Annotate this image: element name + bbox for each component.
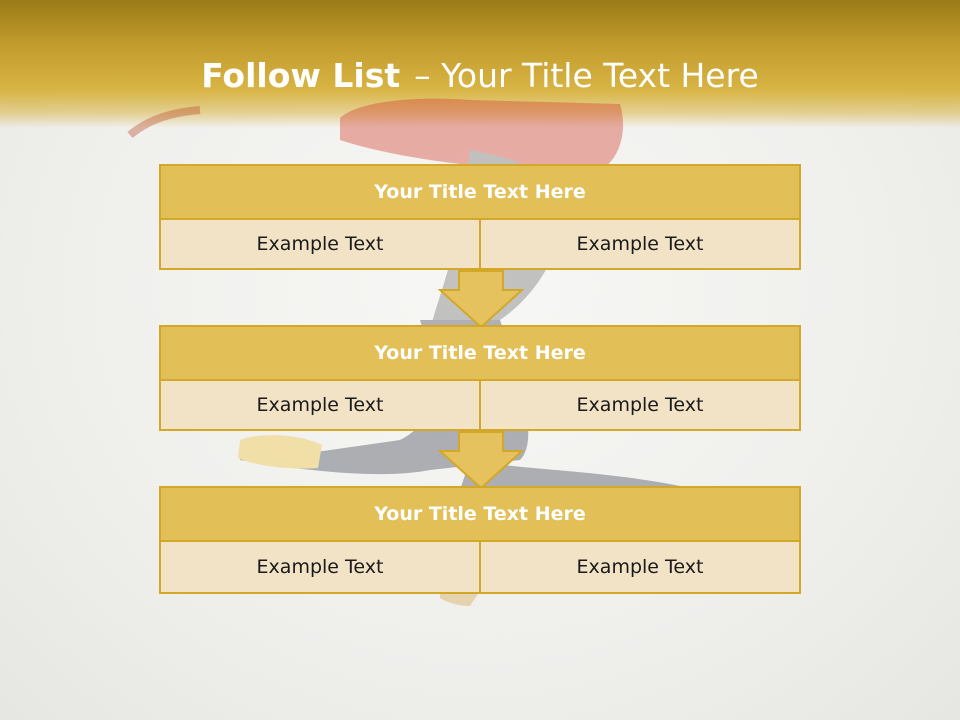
block-row: Example Text Example Text	[159, 381, 801, 431]
block-cell-right: Example Text	[481, 542, 801, 594]
title-banner	[0, 0, 960, 128]
slide-title-rest: Your Title Text Here	[430, 56, 759, 95]
slide-title: Follow List– Your Title Text Here	[0, 54, 960, 98]
down-arrow-icon	[438, 270, 524, 328]
slide-title-dash: –	[414, 56, 431, 95]
block-title: Your Title Text Here	[159, 325, 801, 381]
follow-block-3: Your Title Text Here Example Text Exampl…	[159, 486, 801, 594]
block-row: Example Text Example Text	[159, 542, 801, 594]
block-row: Example Text Example Text	[159, 220, 801, 270]
follow-block-2: Your Title Text Here Example Text Exampl…	[159, 325, 801, 431]
slide-title-bold: Follow List	[201, 56, 401, 95]
block-title: Your Title Text Here	[159, 164, 801, 220]
down-arrow-icon	[438, 431, 524, 489]
block-cell-left: Example Text	[159, 381, 481, 431]
block-title: Your Title Text Here	[159, 486, 801, 542]
block-cell-right: Example Text	[481, 220, 801, 270]
follow-block-1: Your Title Text Here Example Text Exampl…	[159, 164, 801, 270]
block-cell-left: Example Text	[159, 542, 481, 594]
block-cell-right: Example Text	[481, 381, 801, 431]
block-cell-left: Example Text	[159, 220, 481, 270]
